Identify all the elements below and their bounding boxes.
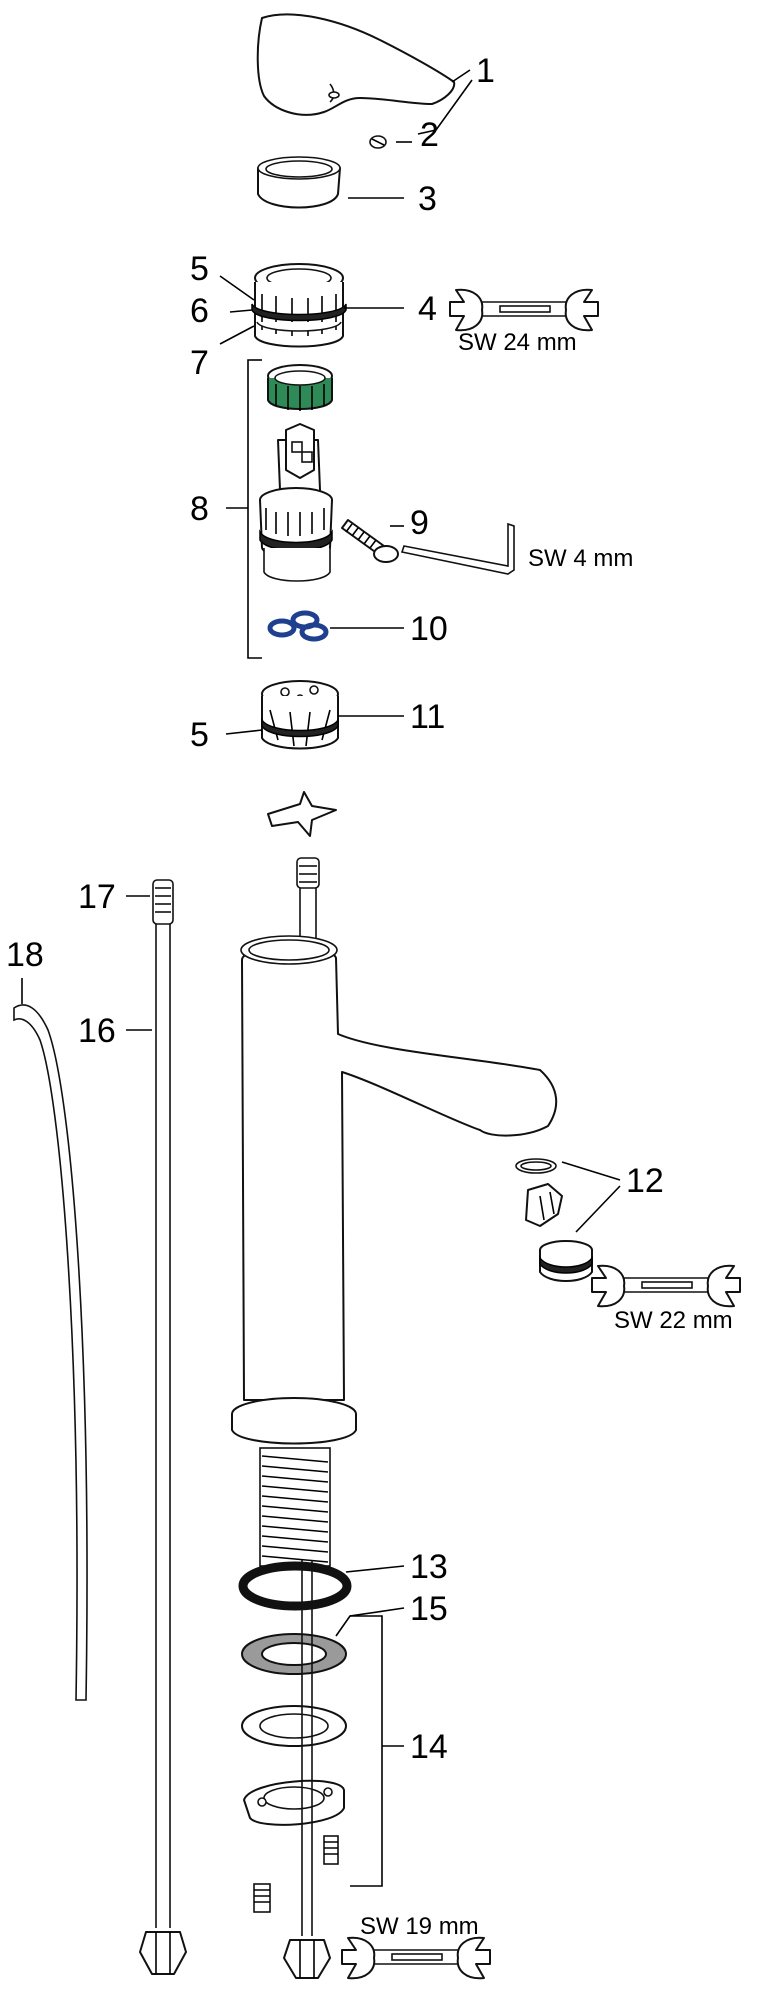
grub-screw — [369, 135, 387, 149]
fixing-set — [241, 1705, 347, 1913]
part-label-1: 1 — [476, 52, 495, 90]
o-rings — [267, 610, 329, 642]
cover-cap — [257, 156, 341, 209]
part-label-14: 14 — [410, 1728, 448, 1766]
tool-label-sw22: SW 22 mm — [614, 1307, 733, 1334]
cross-adapter — [267, 791, 337, 837]
part-label-17: 17 — [78, 878, 116, 916]
cartridge — [259, 364, 333, 582]
hex-key-icon — [400, 522, 515, 575]
part-label-16: 16 — [78, 1012, 116, 1050]
washer — [241, 1633, 347, 1675]
part-label-5-upper: 5 — [190, 250, 209, 288]
threaded-nut — [251, 263, 347, 348]
part-label-9: 9 — [410, 504, 429, 542]
part-label-4: 4 — [418, 290, 437, 328]
tool-label-sw4: SW 4 mm — [528, 545, 633, 572]
wrench-icon — [591, 1264, 741, 1308]
tool-label-sw24: SW 24 mm — [458, 329, 577, 356]
valve-insert — [261, 680, 339, 750]
part-label-15: 15 — [410, 1590, 448, 1628]
aerator — [515, 1158, 593, 1282]
part-label-12: 12 — [626, 1162, 664, 1200]
part-label-7: 7 — [190, 344, 209, 382]
part-label-10: 10 — [410, 610, 448, 648]
part-label-6: 6 — [190, 292, 209, 330]
part-label-18: 18 — [6, 936, 44, 974]
supply-hose — [139, 879, 187, 1975]
wrench-icon — [449, 288, 599, 332]
tool-label-sw19: SW 19 mm — [360, 1913, 479, 1940]
part-label-3: 3 — [418, 180, 437, 218]
part-label-8: 8 — [190, 490, 209, 528]
part-label-5-lower: 5 — [190, 716, 209, 754]
faucet-body — [231, 857, 558, 1567]
part-label-2: 2 — [420, 116, 439, 154]
part-label-13: 13 — [410, 1548, 448, 1586]
center-rod — [283, 1560, 331, 1979]
wrench-icon — [341, 1936, 491, 1980]
handle-lever — [256, 13, 456, 116]
seal-ring — [238, 1561, 352, 1611]
part-label-11: 11 — [410, 698, 445, 736]
leader-lines — [21, 69, 621, 1887]
lift-rod — [13, 1004, 88, 1701]
screw — [341, 519, 399, 563]
